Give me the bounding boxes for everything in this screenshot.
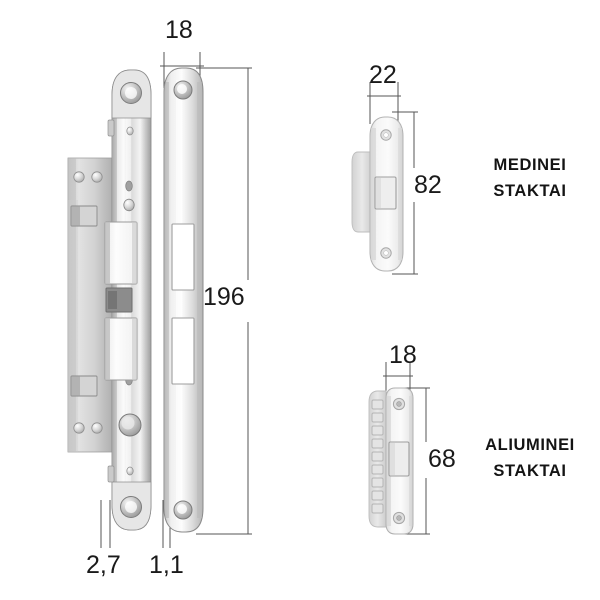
lock-body-latch-lower-shade [105, 318, 110, 380]
alu-strike-screw-hole-bottom-inner [396, 515, 402, 521]
dim-label-alu-strike-width: 18 [389, 341, 417, 369]
alu-strike-opening-shade [390, 443, 395, 475]
case-screw-hole-bottom-left [73, 422, 85, 434]
lock-body-bottom-hole-inner [125, 501, 137, 513]
lock-body-screw-bottom [126, 466, 134, 476]
wood-strike-left-shade [371, 128, 376, 260]
wooden-frame-strike-plate [351, 116, 404, 272]
dim-label-wood-strike-height: 82 [414, 171, 442, 199]
aluminium-frame-strike-plate [368, 387, 414, 535]
faceplate-cutout-lower [171, 317, 195, 385]
label-wooden-frame-line1: MEDINEI [493, 156, 567, 174]
case-screw-hole-bottom-right [91, 422, 103, 434]
lock-body-cylinder-hole-inner [121, 416, 135, 430]
lock-body-oval-hole-upper [125, 180, 133, 192]
label-aluminium-frame-line1: ALIUMINEI [485, 436, 575, 454]
lock-case-step [68, 200, 78, 452]
label-wooden-frame-line2: STAKTAI [493, 182, 567, 200]
wood-strike-screw-hole-bottom-inner [383, 250, 389, 256]
lock-body-tab-top [107, 119, 115, 137]
wood-strike-back-box [351, 151, 373, 233]
lock-body-top-hole-inner [125, 87, 137, 99]
dim-label-lockbody-thickness: 2,7 [86, 551, 121, 579]
faceplate-left-edge [165, 82, 169, 518]
dim-label-faceplate-width: 18 [165, 16, 193, 44]
dimension-lines [100, 52, 430, 548]
dim-label-faceplate-thickness: 1,1 [149, 551, 184, 579]
label-aluminium-frame: ALIUMINEI STAKTAI [470, 432, 590, 484]
lock-body-latch-upper-edge [132, 222, 137, 284]
faceplate-right-bevel [197, 82, 202, 518]
lock-body-screw-top [126, 126, 134, 136]
dim-label-wood-strike-width: 22 [369, 61, 397, 89]
wood-strike-screw-hole-top-inner [383, 132, 389, 138]
lock-body-trigger-shade [108, 291, 117, 309]
wood-strike-right-bevel [398, 128, 402, 260]
case-screw-hole-top-right [91, 171, 103, 183]
faceplate-screw-hole-top-inner [177, 84, 187, 94]
case-cam-block-top-shade [71, 206, 80, 226]
dim-label-faceplate-length: 196 [203, 283, 245, 311]
lock-body-tab-bottom [107, 465, 115, 483]
alu-strike-ribs [371, 399, 384, 514]
case-screw-hole-top-left [73, 171, 85, 183]
wood-strike-opening-shade [376, 178, 381, 208]
case-cam-block-bottom-shade [71, 376, 80, 396]
faceplate-cutout-upper [171, 223, 195, 291]
lock-body-latch-upper-shade [105, 222, 110, 284]
lock-body-round-hole-upper [123, 198, 135, 212]
faceplate-outline [163, 67, 204, 533]
label-wooden-frame: MEDINEI STAKTAI [470, 152, 590, 204]
faceplate-highlight [176, 80, 182, 520]
alu-strike-screw-hole-top-inner [396, 401, 402, 407]
faceplate-screw-hole-bottom-inner [177, 504, 187, 514]
alu-strike-right-bevel [409, 396, 413, 526]
lock-body-latch-lower-edge [132, 318, 137, 380]
label-aluminium-frame-line2: STAKTAI [493, 462, 567, 480]
dim-label-alu-strike-height: 68 [428, 445, 456, 473]
mortise-lock-body [67, 69, 152, 531]
lock-faceplate [163, 67, 204, 533]
